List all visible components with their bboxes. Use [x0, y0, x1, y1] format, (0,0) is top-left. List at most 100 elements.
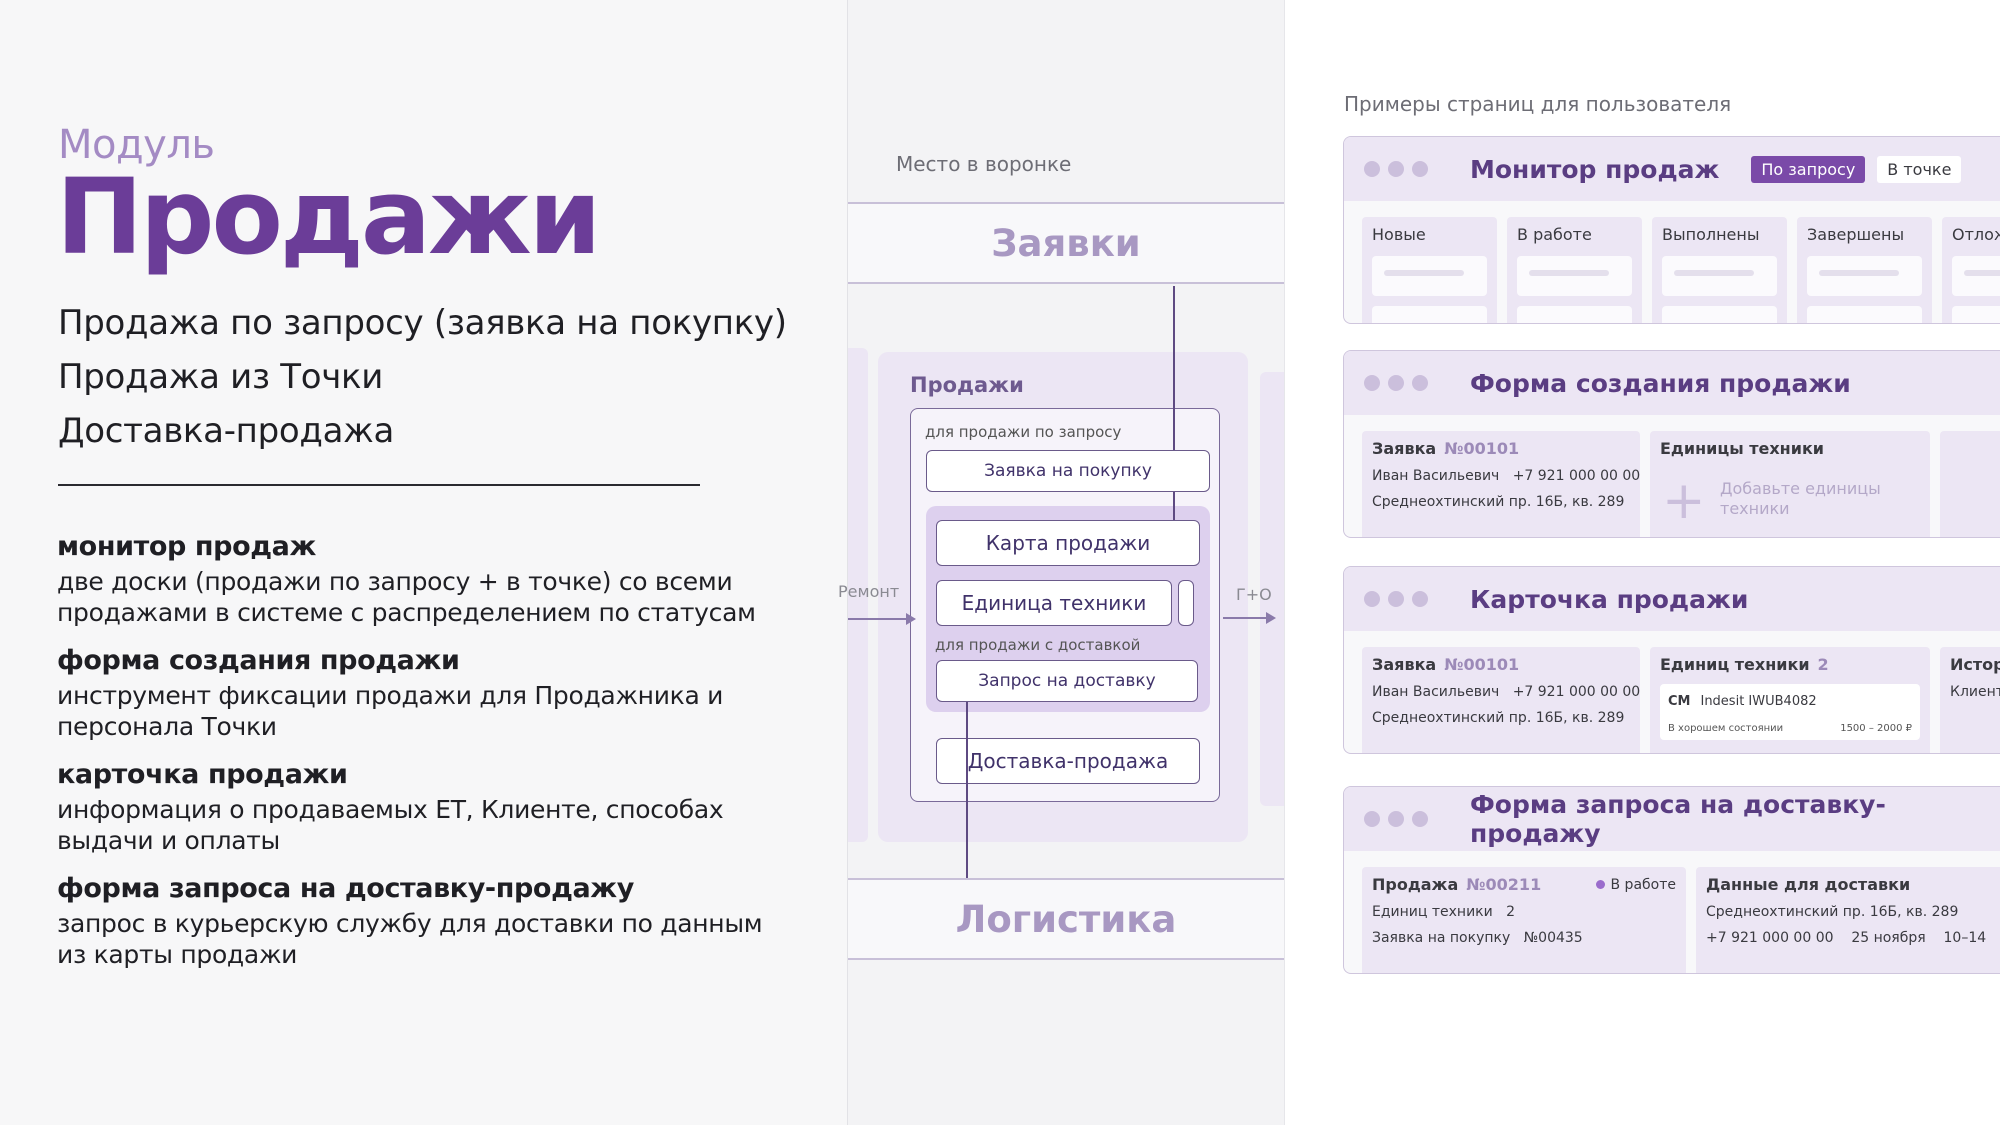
units-title: Единиц техники 2	[1660, 655, 1920, 674]
card-title: Форма запроса на доставку-продажу	[1470, 790, 1886, 848]
label-go: Г+О	[1236, 585, 1272, 604]
client-phone: +7 921 000 00 00	[1512, 468, 1641, 484]
box-purchase-request: Заявка на покупку	[926, 450, 1210, 492]
client-name: Иван Васильевич	[1372, 468, 1500, 484]
connector-line	[1173, 492, 1175, 520]
dot-icon	[1388, 375, 1404, 391]
card-title: Монитор продаж	[1470, 154, 1720, 184]
desc-title: форма запроса на доставку-продажу	[57, 873, 634, 904]
subtitle-point-sale: Продажа из Точки	[58, 357, 384, 397]
subtitle-delivery-sale: Доставка-продажа	[58, 411, 394, 451]
card-header: Монитор продаж По запросу В точке	[1344, 137, 2000, 201]
client-label: Клиент	[1950, 684, 2000, 700]
left-column: Модуль Продажи Продажа по запросу (заявк…	[0, 0, 847, 1125]
delivery-time: 10–14	[1943, 930, 1987, 946]
window-dots	[1364, 811, 1428, 827]
examples-column: Примеры страниц для пользователя Монитор…	[1284, 0, 2000, 1125]
desc-title: карточка продажи	[57, 759, 348, 790]
delivery-panel: Данные для доставки Среднеохтинский пр. …	[1696, 867, 2000, 973]
card-placeholder	[1372, 256, 1487, 296]
order-label: Заявка	[1372, 439, 1437, 458]
units-line-value: 2	[1506, 904, 1515, 920]
examples-caption: Примеры страниц для пользователя	[1344, 92, 1732, 116]
dot-icon	[1388, 161, 1404, 177]
column-in-progress: В работе	[1507, 217, 1642, 323]
order-title: Заявка №00101	[1372, 439, 1630, 458]
history-panel: Истор Клиент	[1940, 647, 2000, 753]
delivery-address: Среднеохтинский пр. 16Б, кв. 289	[1706, 904, 1959, 920]
funnel-caption: Место в воронке	[896, 152, 1072, 176]
desc-item-create-form: форма создания продажи инструмент фиксац…	[57, 642, 797, 742]
note-request-sale: для продажи по запросу	[925, 423, 1122, 441]
description-list: монитор продаж две доски (продажи по зап…	[57, 528, 797, 984]
card-delivery-request-form: Форма запроса на доставку-продажу Продаж…	[1343, 786, 2000, 974]
request-label: Заявка на покупку	[1372, 930, 1511, 946]
arrow-out-icon	[1223, 612, 1276, 624]
module-label: Модуль	[58, 122, 215, 168]
card-placeholder	[1952, 256, 2000, 296]
connector-line	[1173, 286, 1175, 450]
plus-icon[interactable]: +	[1662, 471, 1706, 531]
subtitle-request-sale: Продажа по запросу (заявка на покупку)	[58, 303, 787, 343]
label-repair: Ремонт	[838, 582, 900, 601]
client-phone: +7 921 000 00 00	[1512, 684, 1641, 700]
column-title: Новые	[1372, 225, 1426, 244]
add-units-hint[interactable]: Добавьте единицы техники	[1720, 479, 1881, 518]
client-address: Среднеохтинский пр. 16Б, кв. 289	[1372, 710, 1625, 726]
window-dots	[1364, 161, 1428, 177]
card-title: Карточка продажи	[1470, 584, 1749, 614]
client-line: Иван Васильевич +7 921 000 00 00	[1372, 684, 1640, 700]
module-title: Продажи	[56, 156, 601, 278]
unit-price: 1500 – 2000 ₽	[1840, 723, 1912, 734]
card-placeholder	[1807, 256, 1922, 296]
desc-item-monitor: монитор продаж две доски (продажи по зап…	[57, 528, 797, 628]
order-label: Заявка	[1372, 655, 1437, 674]
column-postponed: Отлож	[1942, 217, 2000, 323]
zone-side-left	[848, 348, 868, 842]
client-name: Иван Васильевич	[1372, 684, 1500, 700]
box-delivery-request: Запрос на доставку	[936, 660, 1198, 702]
delivery-phone: +7 921 000 00 00	[1706, 930, 1834, 946]
status-badge: В работе	[1596, 877, 1677, 893]
column-finished: Завершены	[1797, 217, 1932, 323]
card-placeholder	[1517, 256, 1632, 296]
zone-side-right	[1260, 372, 1284, 806]
dot-icon	[1364, 161, 1380, 177]
sales-zone-title: Продажи	[910, 373, 1024, 397]
note-delivery-sale: для продажи с доставкой	[935, 636, 1141, 654]
dot-icon	[1412, 811, 1428, 827]
column-new: Новые	[1362, 217, 1497, 323]
tab-by-request[interactable]: По запросу	[1751, 155, 1866, 183]
order-number: №00101	[1444, 439, 1520, 458]
divider	[58, 484, 700, 486]
desc-text: информация о продаваемых ЕТ, Клиенте, сп…	[57, 795, 724, 855]
units-count: 2	[1817, 655, 1829, 674]
card-placeholder	[1662, 256, 1777, 296]
units-label: Единиц техники	[1660, 655, 1810, 674]
dot-icon	[1364, 591, 1380, 607]
window-dots	[1364, 375, 1428, 391]
request-number: №00435	[1523, 930, 1583, 946]
sale-label: Продажа	[1372, 875, 1459, 894]
order-panel: Заявка №00101 Иван Васильевич +7 921 000 …	[1362, 431, 1641, 537]
window-dots	[1364, 591, 1428, 607]
stage-logistics: Логистика	[848, 878, 1284, 960]
desc-text: инструмент фиксации продажи для Продажни…	[57, 681, 724, 741]
stage-requests: Заявки	[848, 202, 1284, 284]
dot-icon	[1412, 375, 1428, 391]
units-title: Единицы техники	[1660, 439, 1825, 458]
box-equipment-unit-stack	[1178, 580, 1194, 626]
unit-model: Indesit IWUB4082	[1700, 694, 1817, 709]
subtitle-list: Продажа по запросу (заявка на покупку) П…	[58, 296, 787, 458]
units-panel: Единицы техники + Добавьте единицы техни…	[1650, 431, 1930, 537]
dot-icon	[1412, 161, 1428, 177]
status-columns: Новые В работе Выполнены Завершены Отлож	[1362, 217, 2000, 323]
column-done: Выполнены	[1652, 217, 1787, 323]
tab-in-point[interactable]: В точке	[1877, 155, 1962, 183]
dot-icon	[1364, 375, 1380, 391]
